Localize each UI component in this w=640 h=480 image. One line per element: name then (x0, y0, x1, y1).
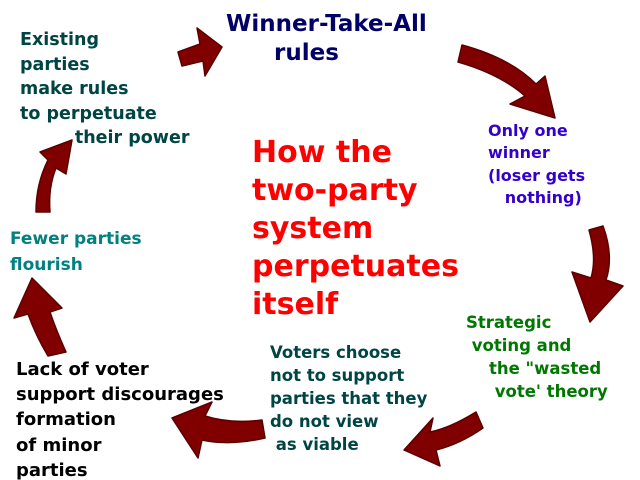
node-existing-parties: Existing parties make rules to perpetuat… (20, 30, 190, 148)
node-fewer-parties: Fewer parties flourish (10, 229, 142, 275)
arrow-one-winner-to-strategic (571, 225, 624, 323)
node-lack-of-support: Lack of voter support discourages format… (16, 359, 224, 480)
arrow-voters-to-lack (171, 401, 266, 459)
node-voters-choose: Voters choose not to support parties tha… (270, 343, 428, 455)
arrow-lack-to-fewer (13, 277, 67, 357)
center-title: How the two-party system perpetuates its… (252, 135, 459, 323)
node-winner-take-all: Winner-Take-All rules (226, 11, 427, 66)
arrow-existing-to-rules (177, 27, 223, 77)
arrow-strategic-to-voters (403, 411, 484, 467)
node-only-one-winner: Only one winner (loser gets nothing) (488, 121, 586, 208)
arrow-rules-to-one-winner (457, 44, 556, 119)
node-strategic-voting: Strategic voting and the "wasted vote' t… (466, 313, 608, 402)
arrow-fewer-to-existing (35, 139, 73, 213)
